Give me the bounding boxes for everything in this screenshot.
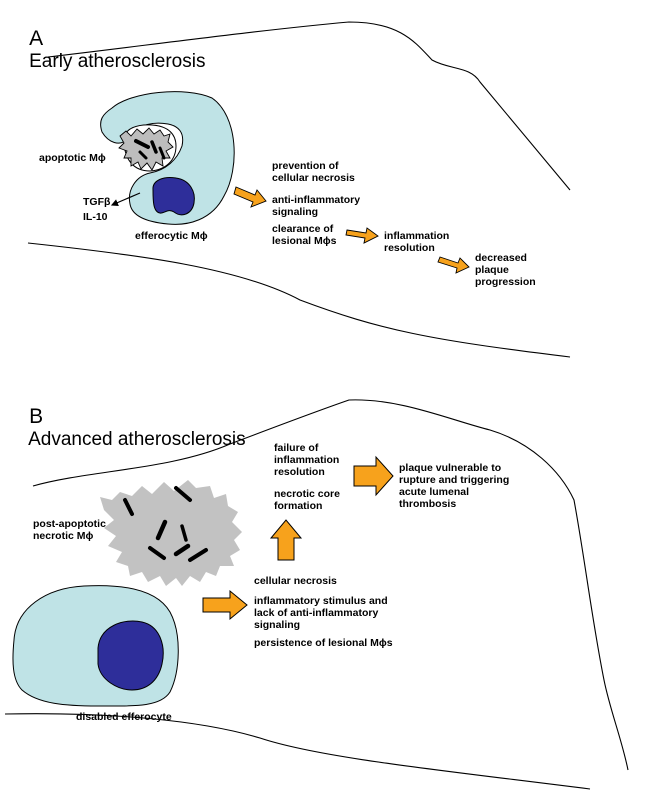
effect-necrosis-label: cellular necrosis	[254, 575, 337, 587]
outcome-arrow-a2	[345, 227, 379, 244]
apoptotic-macrophage	[118, 127, 174, 171]
cytokine-tgfb-label: TGFβ	[83, 196, 111, 208]
necrotic-debris	[173, 543, 191, 557]
failure-arrow-outcome	[353, 455, 394, 497]
vessel-wall-upper-a	[47, 21, 571, 191]
necrotic-debris	[180, 524, 188, 542]
necrotic-macrophage-label: post-apoptotic necrotic Mϕ	[33, 518, 106, 542]
efferocytic-macrophage-label: efferocytic Mϕ	[135, 230, 208, 242]
chromatin-fragment	[138, 150, 148, 160]
cytokine-release-arrow	[110, 192, 141, 206]
efferocyte-nucleus	[152, 177, 195, 216]
effect-persistence-label: persistence of lesional Mϕs	[254, 637, 393, 649]
necrotic-debris	[155, 519, 168, 541]
disabled-efferocyte-nucleus	[97, 620, 164, 691]
vessel-wall-upper-b	[32, 399, 629, 771]
apoptotic-macrophage-label: apoptotic Mϕ	[39, 152, 106, 164]
outcome-clearance-label: clearance of lesional Mϕs	[272, 223, 337, 247]
inflammation-resolution-label: inflammation resolution	[384, 230, 450, 254]
failure-arrow-right	[202, 589, 248, 621]
outcome-arrow-a3	[437, 256, 470, 274]
necrotic-debris	[174, 486, 192, 502]
necrotic-macrophage	[100, 480, 242, 586]
outcome-arrow-a1	[233, 186, 267, 208]
chromatin-fragment	[158, 146, 166, 160]
consequence-necrotic-core-label: necrotic core formation	[274, 488, 340, 512]
consequence-failure-label: failure of inflammation resolution	[274, 442, 340, 478]
panel-b-heading: B Advanced atherosclerosis	[8, 384, 246, 473]
decreased-progression-label: decreased plaque progression	[475, 252, 536, 288]
necrotic-debris	[148, 546, 166, 560]
cytokine-il10-label: IL-10	[83, 211, 108, 223]
panel-a-title: Early atherosclerosis	[29, 51, 206, 72]
chromatin-fragment	[134, 139, 150, 149]
vessel-wall-lower-a	[27, 242, 571, 358]
panel-b-letter: B	[29, 405, 44, 428]
disabled-efferocyte-label: disabled efferocyte	[76, 711, 172, 723]
necrotic-debris	[123, 498, 134, 516]
panel-a-letter: A	[29, 27, 44, 50]
panel-a-graphics	[27, 21, 571, 358]
effect-inflammatory-label: inflammatory stimulus and lack of anti-i…	[254, 595, 388, 631]
panel-a-heading: A Early atherosclerosis	[8, 6, 205, 95]
plaque-vulnerability-label: plaque vulnerable to rupture and trigger…	[399, 462, 510, 510]
chromatin-fragment	[150, 140, 158, 154]
vessel-wall-lower-b	[4, 713, 591, 790]
panel-b-graphics	[4, 399, 629, 790]
outcome-prevention-label: prevention of cellular necrosis	[272, 160, 355, 184]
panel-b-title: Advanced atherosclerosis	[28, 429, 246, 450]
failure-arrow-up	[269, 519, 303, 561]
outcome-signaling-label: anti-inflammatory signaling	[272, 194, 361, 218]
necrotic-debris	[188, 548, 208, 562]
